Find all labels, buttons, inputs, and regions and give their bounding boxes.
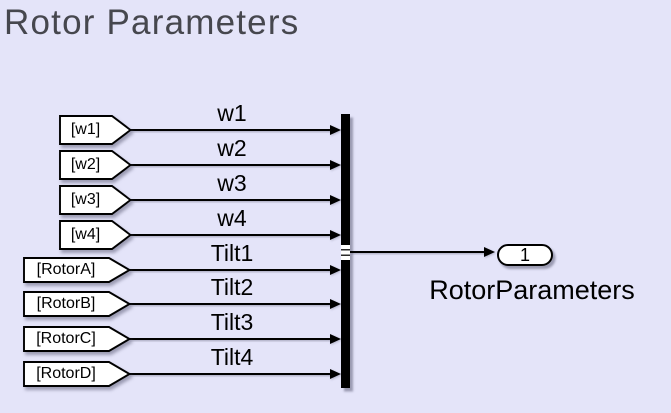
from-block-w4[interactable]: [w4] (59, 220, 132, 250)
from-block-rotorb[interactable]: [RotorB] (23, 291, 131, 317)
tag-shape (59, 220, 132, 250)
from-block-label: [w4] (70, 226, 101, 243)
arrowhead-icon (330, 160, 341, 170)
arrowhead-icon (330, 125, 341, 135)
from-block-w2[interactable]: [w2] (59, 150, 132, 180)
signal-wire-w2[interactable] (129, 164, 330, 166)
signal-label-tilt4[interactable]: Tilt4 (210, 344, 254, 370)
from-block-label: [w2] (70, 156, 101, 173)
signal-wire-w1[interactable] (129, 129, 330, 131)
arrowhead-icon (330, 230, 341, 240)
signal-label-tilt2[interactable]: Tilt2 (210, 274, 254, 300)
arrowhead-icon (484, 247, 495, 257)
arrowhead-icon (330, 265, 341, 275)
signal-label-w3[interactable]: w3 (217, 170, 247, 196)
tag-shape (23, 361, 131, 387)
outport-name-label[interactable]: RotorParameters (429, 275, 635, 305)
mux-port-marker-icon (341, 245, 350, 260)
from-block-label: [RotorD] (36, 365, 96, 382)
tag-shape (23, 326, 131, 352)
from-block-label: [RotorB] (36, 295, 96, 312)
from-block-rotora[interactable]: [RotorA] (23, 257, 131, 283)
from-block-rotorc[interactable]: [RotorC] (23, 326, 131, 352)
from-block-label: [w3] (70, 191, 101, 208)
tag-shape (59, 150, 132, 180)
tag-shape (59, 185, 132, 215)
signal-label-w1[interactable]: w1 (217, 100, 247, 126)
signal-wire-w4[interactable] (129, 234, 330, 236)
signal-label-w2[interactable]: w2 (217, 135, 247, 161)
from-block-label: [RotorC] (36, 330, 96, 347)
signal-label-w4[interactable]: w4 (217, 205, 247, 231)
signal-wire-tilt2[interactable] (128, 303, 330, 305)
arrowhead-icon (330, 195, 341, 205)
from-block-label: [w1] (70, 121, 101, 138)
signal-wire-w3[interactable] (129, 199, 330, 201)
diagram-title: Rotor Parameters (4, 3, 300, 42)
from-block-w1[interactable]: [w1] (59, 115, 132, 145)
arrowhead-icon (330, 334, 341, 344)
outport-block[interactable]: 1 (497, 244, 553, 266)
arrowhead-icon (330, 299, 341, 309)
signal-wire-tilt4[interactable] (128, 373, 330, 375)
tag-shape (23, 257, 131, 283)
tag-shape (23, 291, 131, 317)
from-block-rotord[interactable]: [RotorD] (23, 361, 131, 387)
signal-label-tilt1[interactable]: Tilt1 (210, 240, 254, 266)
signal-wire-tilt1[interactable] (128, 269, 330, 271)
arrowhead-icon (330, 369, 341, 379)
signal-wire-tilt3[interactable] (128, 338, 330, 340)
tag-shape (59, 115, 132, 145)
signal-label-tilt3[interactable]: Tilt3 (210, 309, 254, 335)
outport-number: 1 (519, 244, 530, 265)
output-wire[interactable] (350, 251, 484, 253)
from-block-w3[interactable]: [w3] (59, 185, 132, 215)
from-block-label: [RotorA] (36, 261, 96, 278)
